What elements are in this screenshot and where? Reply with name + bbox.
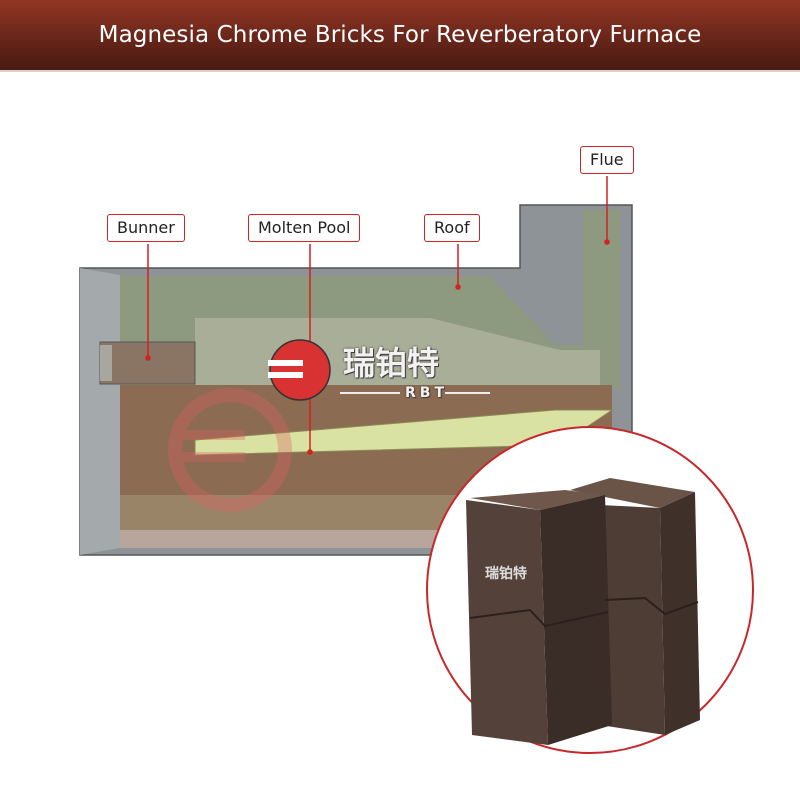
burner-nozzle bbox=[100, 345, 112, 381]
logo-latin: RBT bbox=[405, 385, 449, 401]
magnesia-chrome-bricks bbox=[466, 478, 700, 745]
burner-pipe bbox=[99, 341, 196, 385]
furnace-side-wall bbox=[80, 268, 120, 555]
rbt-logo-mark bbox=[268, 339, 490, 401]
brick-logo-chinese: 瑞铂特 bbox=[485, 566, 527, 582]
page-title: Magnesia Chrome Bricks For Reverberatory… bbox=[98, 22, 702, 48]
label-roof: Roof bbox=[424, 214, 480, 242]
title-banner: Magnesia Chrome Bricks For Reverberatory… bbox=[0, 0, 800, 72]
logo-chinese: 瑞铂特 bbox=[343, 344, 440, 382]
label-molten-pool: Molten Pool bbox=[248, 214, 361, 242]
label-flue: Flue bbox=[580, 146, 634, 174]
rbt-watermark-logo bbox=[168, 388, 292, 512]
label-burner: Bunner bbox=[107, 214, 185, 242]
leader-lines bbox=[145, 176, 610, 455]
